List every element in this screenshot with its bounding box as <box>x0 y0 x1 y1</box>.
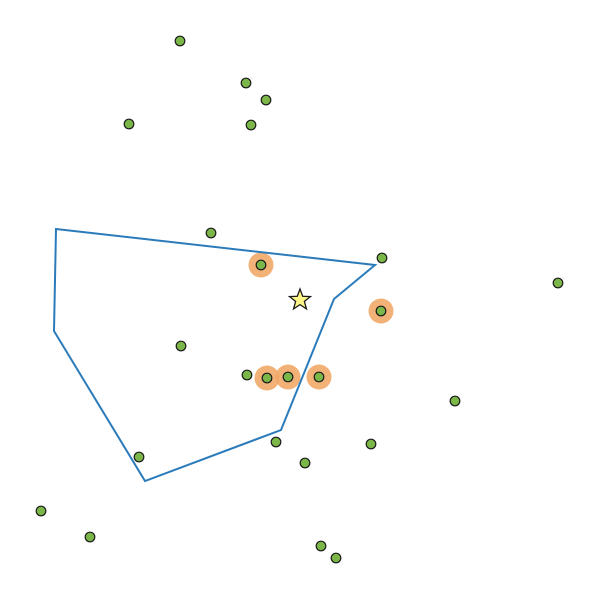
point-marker <box>174 35 186 47</box>
point-marker <box>205 227 217 239</box>
point-marker <box>375 305 387 317</box>
point-marker <box>365 438 377 450</box>
point-marker <box>376 252 388 264</box>
point-markers <box>35 35 564 564</box>
point-marker <box>123 118 135 130</box>
point-marker <box>261 372 273 384</box>
point-marker <box>449 395 461 407</box>
point-marker <box>240 77 252 89</box>
point-marker <box>245 119 257 131</box>
point-marker <box>175 340 187 352</box>
point-marker <box>330 552 342 564</box>
point-marker <box>552 277 564 289</box>
point-marker <box>84 531 96 543</box>
region-polygon <box>52 227 378 483</box>
point-marker <box>299 457 311 469</box>
point-marker <box>241 369 253 381</box>
point-marker <box>270 436 282 448</box>
star-icon <box>287 287 313 311</box>
point-marker <box>315 540 327 552</box>
point-marker <box>260 94 272 106</box>
point-marker <box>35 505 47 517</box>
point-marker <box>133 451 145 463</box>
point-marker <box>313 371 325 383</box>
point-marker <box>282 371 294 383</box>
point-marker <box>255 259 267 271</box>
